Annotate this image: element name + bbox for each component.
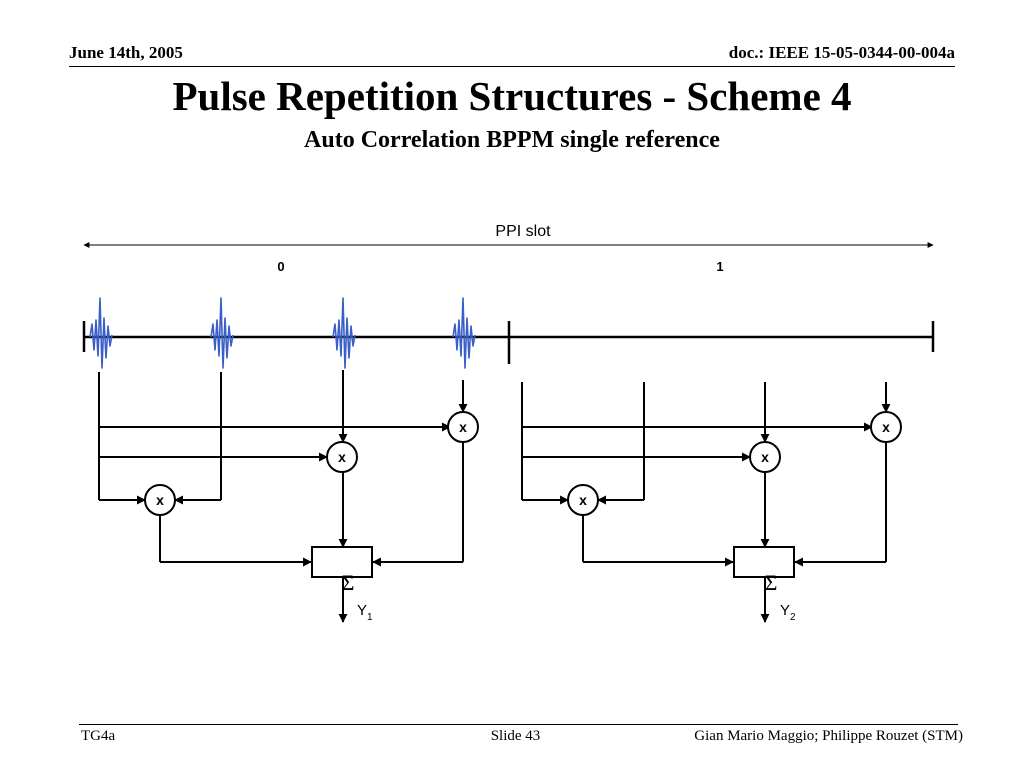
- multiplier-node: x: [749, 441, 781, 473]
- multiplier-label: x: [579, 492, 587, 508]
- slide-subtitle: Auto Correlation BPPM single reference: [304, 127, 720, 153]
- summation-block: Σ: [311, 546, 373, 595]
- slot-label-0: 0: [277, 259, 284, 274]
- multiplier-label: x: [338, 449, 346, 465]
- multiplier-label: x: [459, 419, 467, 435]
- footer-authors: Gian Mario Maggio; Philippe Rouzet (STM): [694, 728, 963, 744]
- slide-title: Pulse Repetition Structures - Scheme 4: [172, 73, 852, 119]
- header-doc-id: doc.: IEEE 15-05-0344-00-004a: [728, 43, 955, 62]
- header-date: June 14th, 2005: [69, 43, 183, 62]
- sum-symbol: Σ: [765, 570, 778, 595]
- block-diagram: PPI slot 0 1 x x x: [82, 223, 935, 623]
- ppi-slot-label: PPI slot: [495, 223, 551, 240]
- output-label-y1: Y1: [357, 602, 373, 623]
- correlator-bank-1: [521, 382, 891, 623]
- output-label-y2: Y2: [780, 602, 796, 623]
- multiplier-label: x: [156, 492, 164, 508]
- multiplier-node: x: [326, 441, 358, 473]
- summation-block: Σ: [733, 546, 795, 595]
- pulse-waveform: [452, 297, 476, 369]
- pulse-group: [89, 297, 476, 369]
- pulse-waveform: [89, 297, 113, 369]
- multiplier-label: x: [761, 449, 769, 465]
- footer-group: TG4a: [81, 728, 116, 744]
- slide-number: Slide 43: [490, 728, 541, 744]
- sum-symbol: Σ: [342, 570, 355, 595]
- footer-divider: [79, 724, 958, 725]
- multiplier-node: x: [447, 411, 479, 443]
- header-divider: [69, 66, 955, 67]
- multiplier-node: x: [567, 484, 599, 516]
- slot-label-1: 1: [716, 259, 723, 274]
- multiplier-node: x: [870, 411, 902, 443]
- pulse-waveform: [210, 297, 234, 369]
- multiplier-label: x: [882, 419, 890, 435]
- pulse-waveform: [332, 297, 356, 369]
- multiplier-node: x: [144, 484, 176, 516]
- correlator-bank-0: [98, 370, 468, 623]
